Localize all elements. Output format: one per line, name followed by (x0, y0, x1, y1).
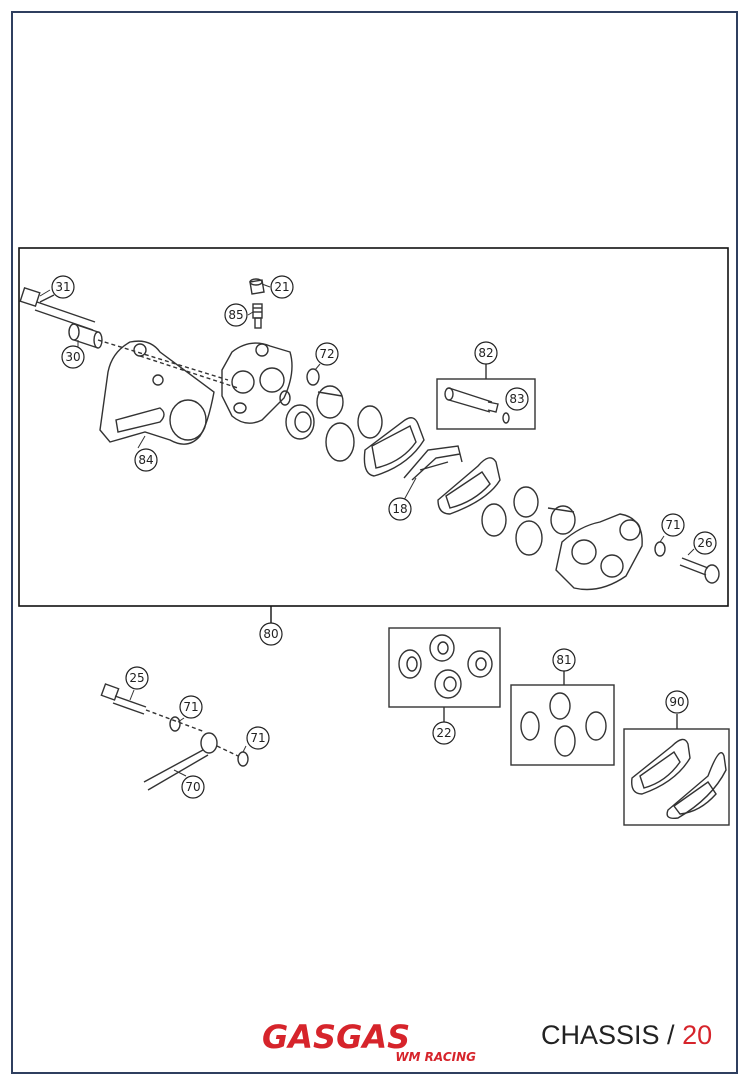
svg-text:70: 70 (185, 780, 200, 794)
sleeve-30-part (68, 323, 229, 381)
orings-81-part (520, 692, 607, 757)
svg-text:85: 85 (228, 308, 243, 322)
oring-71-part (654, 541, 666, 557)
bracket-84-part (99, 340, 239, 445)
bleeder-cap-21-part (249, 278, 265, 295)
callout-22: 22 (432, 721, 456, 745)
svg-text:21: 21 (274, 280, 289, 294)
section-title: CHASSIS / (541, 1020, 675, 1050)
pistons-right-part (481, 486, 576, 556)
oring-small-left (279, 390, 291, 406)
svg-text:71: 71 (250, 731, 265, 745)
pin-82-part (444, 387, 499, 413)
svg-text:80: 80 (263, 627, 278, 641)
svg-text:22: 22 (436, 726, 451, 740)
caliper-half-left-part (221, 342, 293, 424)
assembly-80-box (18, 247, 729, 607)
callout-31: 31 (51, 275, 75, 299)
logo-sub-text: WM RACING (395, 1050, 476, 1064)
callout-18: 18 (388, 497, 412, 521)
callout-21: 21 (270, 275, 294, 299)
callout-71-c: 71 (246, 726, 270, 750)
callout-71-a: 71 (661, 513, 685, 537)
callout-25: 25 (125, 666, 149, 690)
callout-30: 30 (61, 345, 85, 369)
callout-90: 90 (665, 690, 689, 714)
callout-85: 85 (224, 303, 248, 327)
svg-text:82: 82 (478, 346, 493, 360)
svg-text:18: 18 (392, 502, 407, 516)
gasgas-logo: GASGAS WM RACING (262, 1018, 484, 1070)
callout-81: 81 (552, 648, 576, 672)
pistons-left-part (285, 385, 383, 462)
section-label: CHASSIS / 20 (541, 1020, 712, 1051)
pin-26-part (679, 557, 720, 584)
callout-84: 84 (134, 448, 158, 472)
caliper-half-right-part (555, 513, 643, 591)
svg-text:83: 83 (509, 392, 524, 406)
page-border (11, 11, 738, 1074)
clip-83-part (502, 412, 510, 424)
callout-82: 82 (474, 341, 498, 365)
svg-text:84: 84 (138, 453, 153, 467)
callout-70: 70 (181, 775, 205, 799)
pistons-22-part (398, 634, 493, 699)
page-number: 20 (682, 1020, 713, 1050)
bleeder-valve-85-part (252, 303, 263, 329)
brake-pad-right-part (437, 457, 501, 515)
svg-text:71: 71 (183, 700, 198, 714)
brake-pad-left-part (363, 417, 425, 477)
oring-72-part (306, 368, 320, 386)
svg-text:25: 25 (129, 671, 144, 685)
kit-22-box (388, 627, 501, 708)
kit-81-box (510, 684, 615, 766)
callout-80: 80 (259, 622, 283, 646)
svg-text:90: 90 (669, 695, 684, 709)
pad-spring-18-part (403, 445, 463, 481)
brake-hose-70-part (100, 683, 249, 791)
svg-text:71: 71 (665, 518, 680, 532)
callout-71-b: 71 (179, 695, 203, 719)
svg-text:81: 81 (556, 653, 571, 667)
logo-brand-text: GASGAS (262, 1018, 411, 1056)
callout-83: 83 (505, 387, 529, 411)
callout-72: 72 (315, 342, 339, 366)
svg-text:30: 30 (65, 350, 80, 364)
pads-90-part (631, 738, 727, 820)
svg-text:31: 31 (55, 280, 70, 294)
svg-text:26: 26 (697, 536, 712, 550)
callout-26: 26 (693, 531, 717, 555)
svg-text:72: 72 (319, 347, 334, 361)
